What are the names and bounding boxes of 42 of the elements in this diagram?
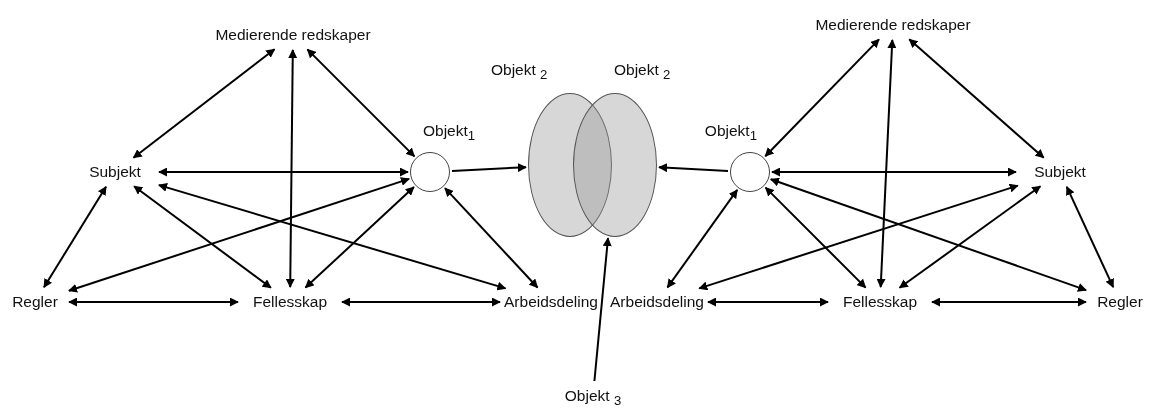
double-arrow <box>68 297 239 307</box>
double-arrow <box>285 49 298 288</box>
double-arrow <box>764 186 867 289</box>
text-label: Subjekt <box>1018 159 1102 185</box>
text-label: Subjekt <box>73 159 157 185</box>
double-arrow <box>658 163 729 173</box>
object-label: Objekt$_{1}$ <box>704 123 757 143</box>
double-arrow <box>698 183 1019 291</box>
double-arrow <box>593 237 612 382</box>
object-label: Objekt $_{2}$ <box>491 62 548 82</box>
double-arrow <box>133 185 272 289</box>
text-label: Medierende redskaper <box>178 22 408 48</box>
double-arrow <box>666 188 739 289</box>
double-arrow <box>898 185 1042 289</box>
double-arrow <box>908 38 1045 159</box>
text-label: Medierende redskaper <box>778 12 1008 38</box>
text-label: Fellesskap <box>240 289 340 315</box>
double-arrow <box>132 48 276 159</box>
double-arrow <box>341 297 501 307</box>
text-label: Arbeidsdeling <box>608 289 706 315</box>
text-label: Fellesskap <box>830 289 930 315</box>
double-arrow <box>451 163 527 173</box>
double-arrow <box>764 38 880 158</box>
double-arrow <box>157 183 507 291</box>
text-label: Regler <box>1088 289 1152 315</box>
double-arrow <box>304 186 415 289</box>
double-arrow <box>444 187 539 289</box>
text-label: Objekt $_{3}$ <box>548 383 638 409</box>
object-label: Objekt$_{1}$ <box>423 123 476 143</box>
text-label: Arbeidsdeling <box>502 289 600 315</box>
object-label: Objekt $_{2}$ <box>614 62 671 82</box>
text-label: Regler <box>3 289 67 315</box>
double-arrow <box>43 185 107 289</box>
double-arrow <box>707 297 829 307</box>
double-arrow <box>769 177 1088 292</box>
double-arrow <box>771 167 1017 177</box>
double-arrow <box>1065 185 1115 289</box>
double-arrow <box>306 48 416 158</box>
double-arrow <box>931 297 1087 307</box>
double-arrow <box>158 167 409 177</box>
double-arrow <box>67 177 411 293</box>
double-arrow <box>876 39 897 288</box>
